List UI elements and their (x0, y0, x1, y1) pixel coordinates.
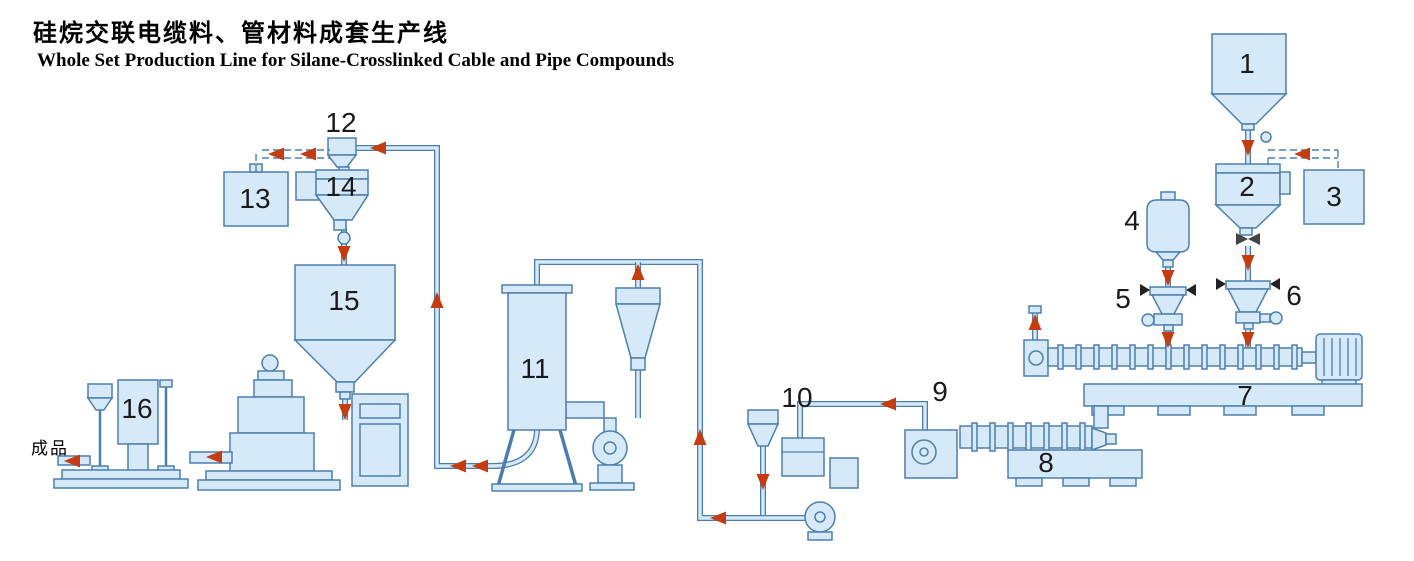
equipment-number-10: 10 (781, 382, 813, 413)
equipment-1-storage-hopper (1210, 33, 1288, 143)
page-subtitle: Whole Set Production Line for Silane-Cro… (37, 50, 675, 71)
equipment-number-8: 8 (1038, 447, 1054, 478)
equipment-number-9: 9 (932, 376, 948, 407)
equipment-6-loss-in-weight-feeder (1216, 278, 1283, 330)
equipment-number-11: 11 (520, 353, 550, 384)
equipment-number-14: 14 (325, 171, 357, 202)
equipment-16-packing-scale (53, 379, 189, 489)
equipment-15-storage-hopper-packing (189, 264, 409, 491)
equipment-2-weigh-hopper (1214, 163, 1291, 245)
equipment-number-15: 15 (328, 285, 360, 316)
equipment-number-3: 3 (1326, 181, 1342, 212)
equipment-10-cyclone-separator (746, 409, 859, 541)
equipment-number-6: 6 (1286, 280, 1302, 311)
equipment-number-16: 16 (121, 393, 153, 424)
equipment-12-receiver-hopper (326, 137, 358, 173)
equipment-number-5: 5 (1115, 283, 1131, 314)
page-title: 硅烷交联电缆料、管材料成套生产线 (33, 19, 449, 47)
equipment-3-vacuum-loader (1303, 169, 1365, 225)
equipment-number-12: 12 (325, 107, 357, 138)
equipment-number-1: 1 (1239, 48, 1255, 79)
finished-product-label: 成品 (31, 439, 69, 458)
equipment-5-loss-in-weight-feeder (1140, 284, 1196, 332)
equipment-number-13: 13 (239, 183, 271, 214)
equipment-11-fluidized-dryer (491, 284, 661, 492)
vacuum-suction-lines (255, 149, 1339, 172)
equipment-8-single-screw-extruder (904, 405, 1143, 487)
equipment-14-weigh-hopper (295, 169, 370, 245)
equipment-number-4: 4 (1124, 205, 1140, 236)
equipment-7-twin-screw-extruder (1023, 305, 1363, 416)
equipment-4-additive-vessel (1146, 191, 1190, 268)
equipment-number-7: 7 (1237, 380, 1253, 411)
equipment-number-2: 2 (1239, 171, 1255, 202)
